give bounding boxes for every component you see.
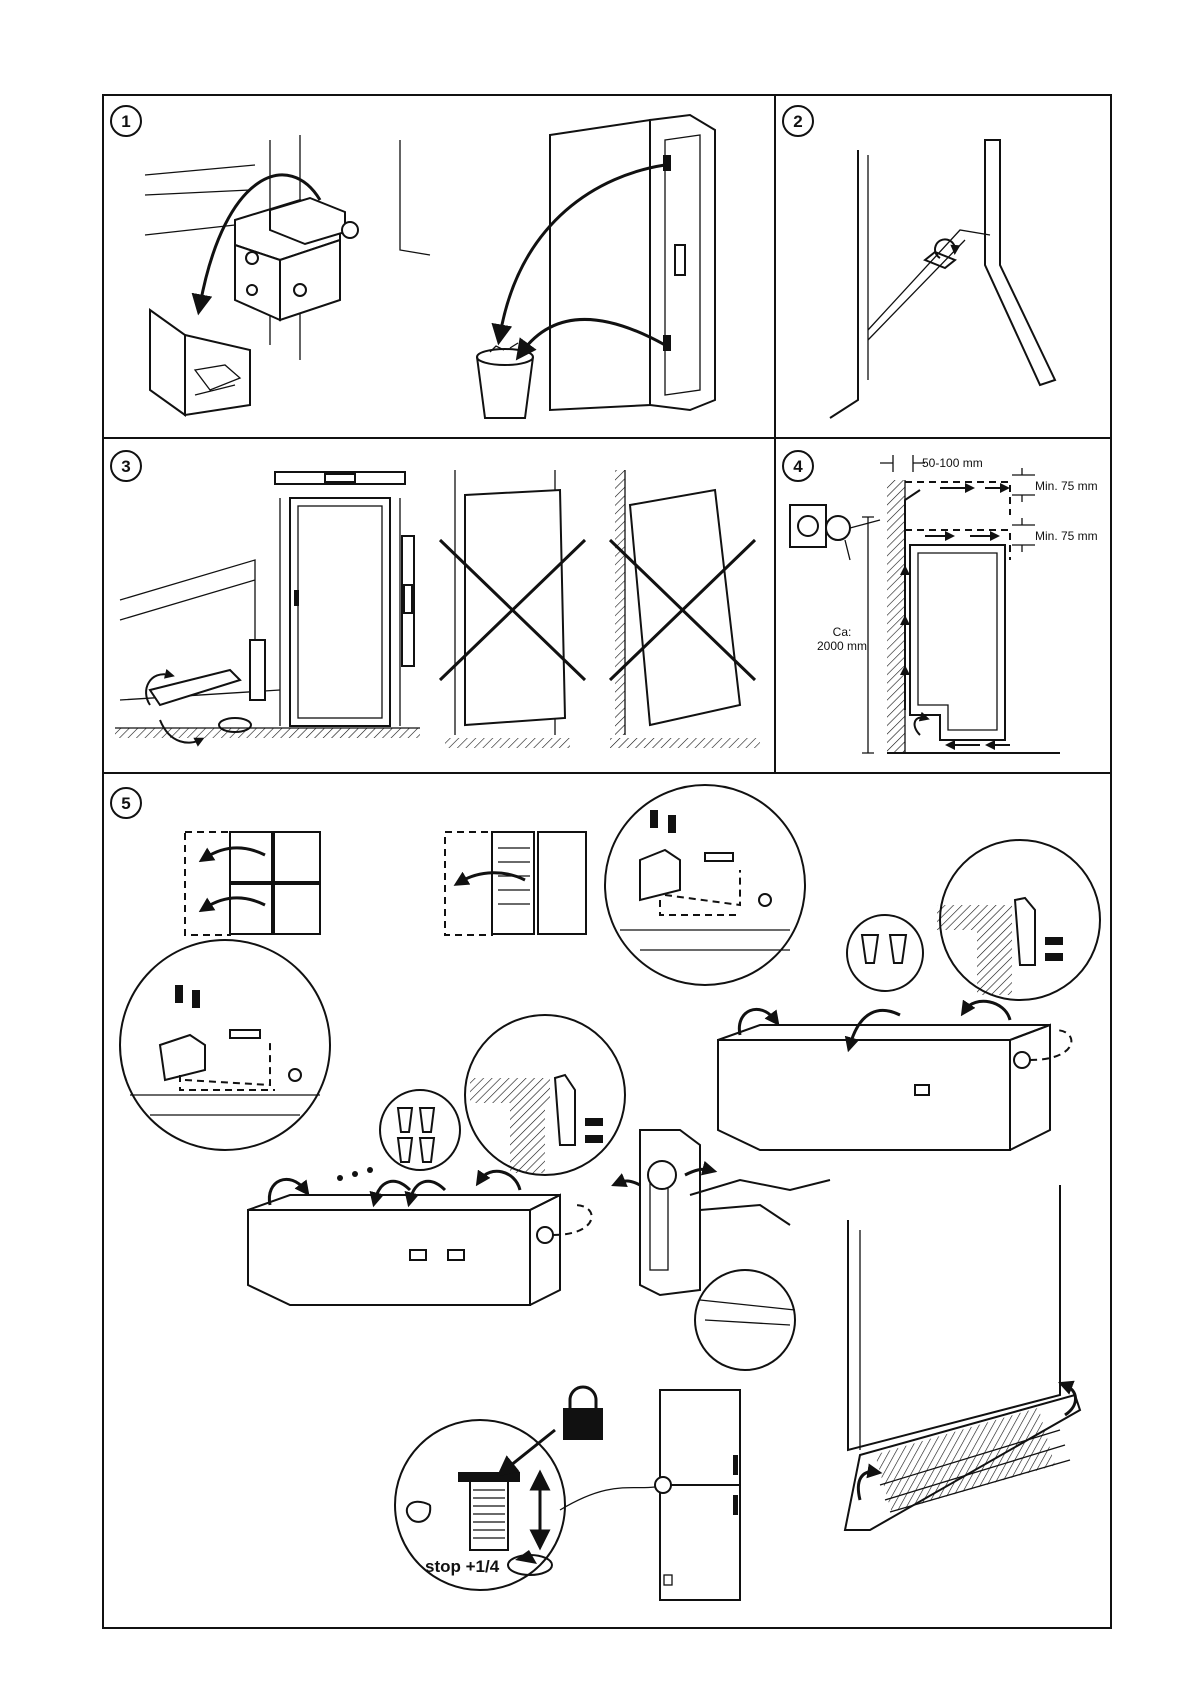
lock-icon [563,1387,603,1440]
power-socket-icon [790,505,880,560]
height-label-2: 2000 mm [817,639,867,653]
panel-2-door-catch [830,140,1055,418]
detail-top-hinge-upper [605,785,805,985]
clearance-top-label-2: Min. 75 mm [1035,529,1098,543]
wastebin-icon [477,343,533,418]
step-badge-4: 4 [783,451,813,481]
upright-fridge [550,115,715,410]
level-fridge [280,498,400,726]
tilted-fridge-wrong-1 [440,470,585,748]
step-number-1: 1 [121,112,130,131]
detail-plug-caps [847,915,923,991]
step-badge-3: 3 [111,451,141,481]
screw-icon [337,1167,373,1181]
panel-3-levelling [115,470,760,748]
spirit-level-icon [402,536,414,666]
step-number-2: 2 [793,112,802,131]
transport-block [150,310,250,415]
lying-fridge-middle [248,1167,592,1305]
fridge-plinth-grille [845,1185,1080,1530]
hinge-bracket [235,198,358,320]
detail-bottom-hinge-upper [937,840,1100,1000]
step-badge-5: 5 [111,788,141,818]
detail-hinge-adjustment: stop +1/4 [395,1420,565,1590]
step-badge-1: 1 [111,106,141,136]
panel-5-door-reversal: stop +1/4 [120,785,1100,1600]
step-badge-2: 2 [783,106,813,136]
panel-1-remove-transport-parts [145,115,715,418]
step-number-4: 4 [793,457,803,476]
thumbnail-single [445,832,586,935]
clearance-top-label-1: Min. 75 mm [1035,479,1098,493]
height-label-1: Ca: [833,625,852,639]
thumbnail-combi [185,832,320,935]
tilted-fridge-wrong-2 [610,470,760,748]
panel-4-ventilation: 50-100 mm Min. 75 mm Min. 75 mm Ca: 2000… [790,455,1098,753]
step-number-5: 5 [121,794,130,813]
stop-label: stop +1/4 [425,1557,500,1576]
step-number-3: 3 [121,457,130,476]
detail-plug-caps-middle [380,1090,460,1170]
detail-bottom-hinge-middle [465,1015,625,1175]
spirit-level-icon [275,472,405,484]
lying-fridge-upper [718,1001,1071,1150]
clearance-gap-label: 50-100 mm [922,456,983,470]
detail-top-hinge-left [120,940,330,1150]
detail-door-handle [618,1130,830,1370]
